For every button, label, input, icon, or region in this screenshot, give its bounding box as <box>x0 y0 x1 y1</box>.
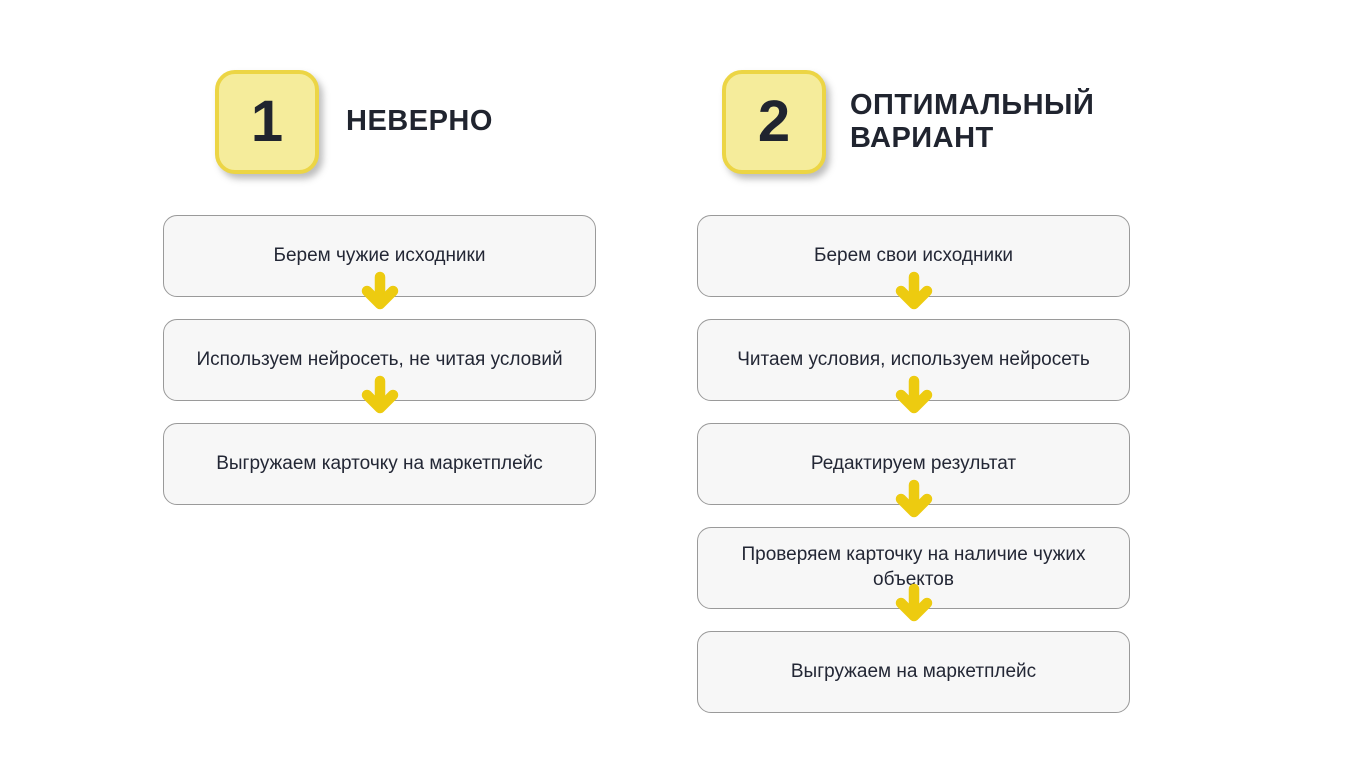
step-box: Проверяем карточку на наличие чужих объе… <box>697 527 1130 622</box>
column-optimal-title: ОПТИМАЛЬНЫЙ ВАРИАНТ <box>850 88 1095 154</box>
arrow-down-icon <box>361 375 398 414</box>
step-box: Берем свои исходники <box>697 215 1130 310</box>
step-label: Выгружаем на маркетплейс <box>790 660 1037 682</box>
arrow-down-icon <box>895 583 932 622</box>
number-badge-1: 1 <box>215 70 319 174</box>
step-box: Выгружаем на маркетплейс <box>697 631 1130 713</box>
step-box: Читаем условия, используем нейросеть <box>697 319 1130 414</box>
column-wrong-title: НЕВЕРНО <box>346 105 493 138</box>
step-box: Берем чужие исходники <box>163 215 596 310</box>
step-label: Выгружаем карточку на маркетплейс <box>216 452 543 474</box>
step-box: Используем нейросеть, не читая условий <box>163 319 596 414</box>
step-label: Читаем условия, используем нейросеть <box>737 348 1090 370</box>
step-label: Проверяем карточку на наличие чужих объе… <box>741 544 1086 590</box>
arrow-down-icon <box>895 271 932 310</box>
step-label: Используем нейросеть, не читая условий <box>196 348 563 370</box>
column-optimal: 2 ОПТИМАЛЬНЫЙ ВАРИАНТ Берем свои исходни… <box>697 70 1130 713</box>
column-wrong: 1 НЕВЕРНО Берем чужие исходники Использу <box>163 70 596 505</box>
arrow-down-icon <box>895 375 932 414</box>
column-wrong-steps: Берем чужие исходники Используем нейросе… <box>163 215 596 505</box>
column-optimal-steps: Берем свои исходники Читаем условия, исп… <box>697 215 1130 713</box>
column-wrong-header: 1 НЕВЕРНО <box>215 70 596 174</box>
step-label: Берем свои исходники <box>813 244 1014 266</box>
arrow-down-icon <box>361 271 398 310</box>
column-optimal-header: 2 ОПТИМАЛЬНЫЙ ВАРИАНТ <box>722 70 1130 174</box>
step-label: Редактируем результат <box>810 452 1017 474</box>
arrow-down-icon <box>895 479 932 518</box>
step-box: Редактируем результат <box>697 423 1130 518</box>
step-label: Берем чужие исходники <box>273 244 486 266</box>
number-badge-2: 2 <box>722 70 826 174</box>
step-box: Выгружаем карточку на маркетплейс <box>163 423 596 505</box>
